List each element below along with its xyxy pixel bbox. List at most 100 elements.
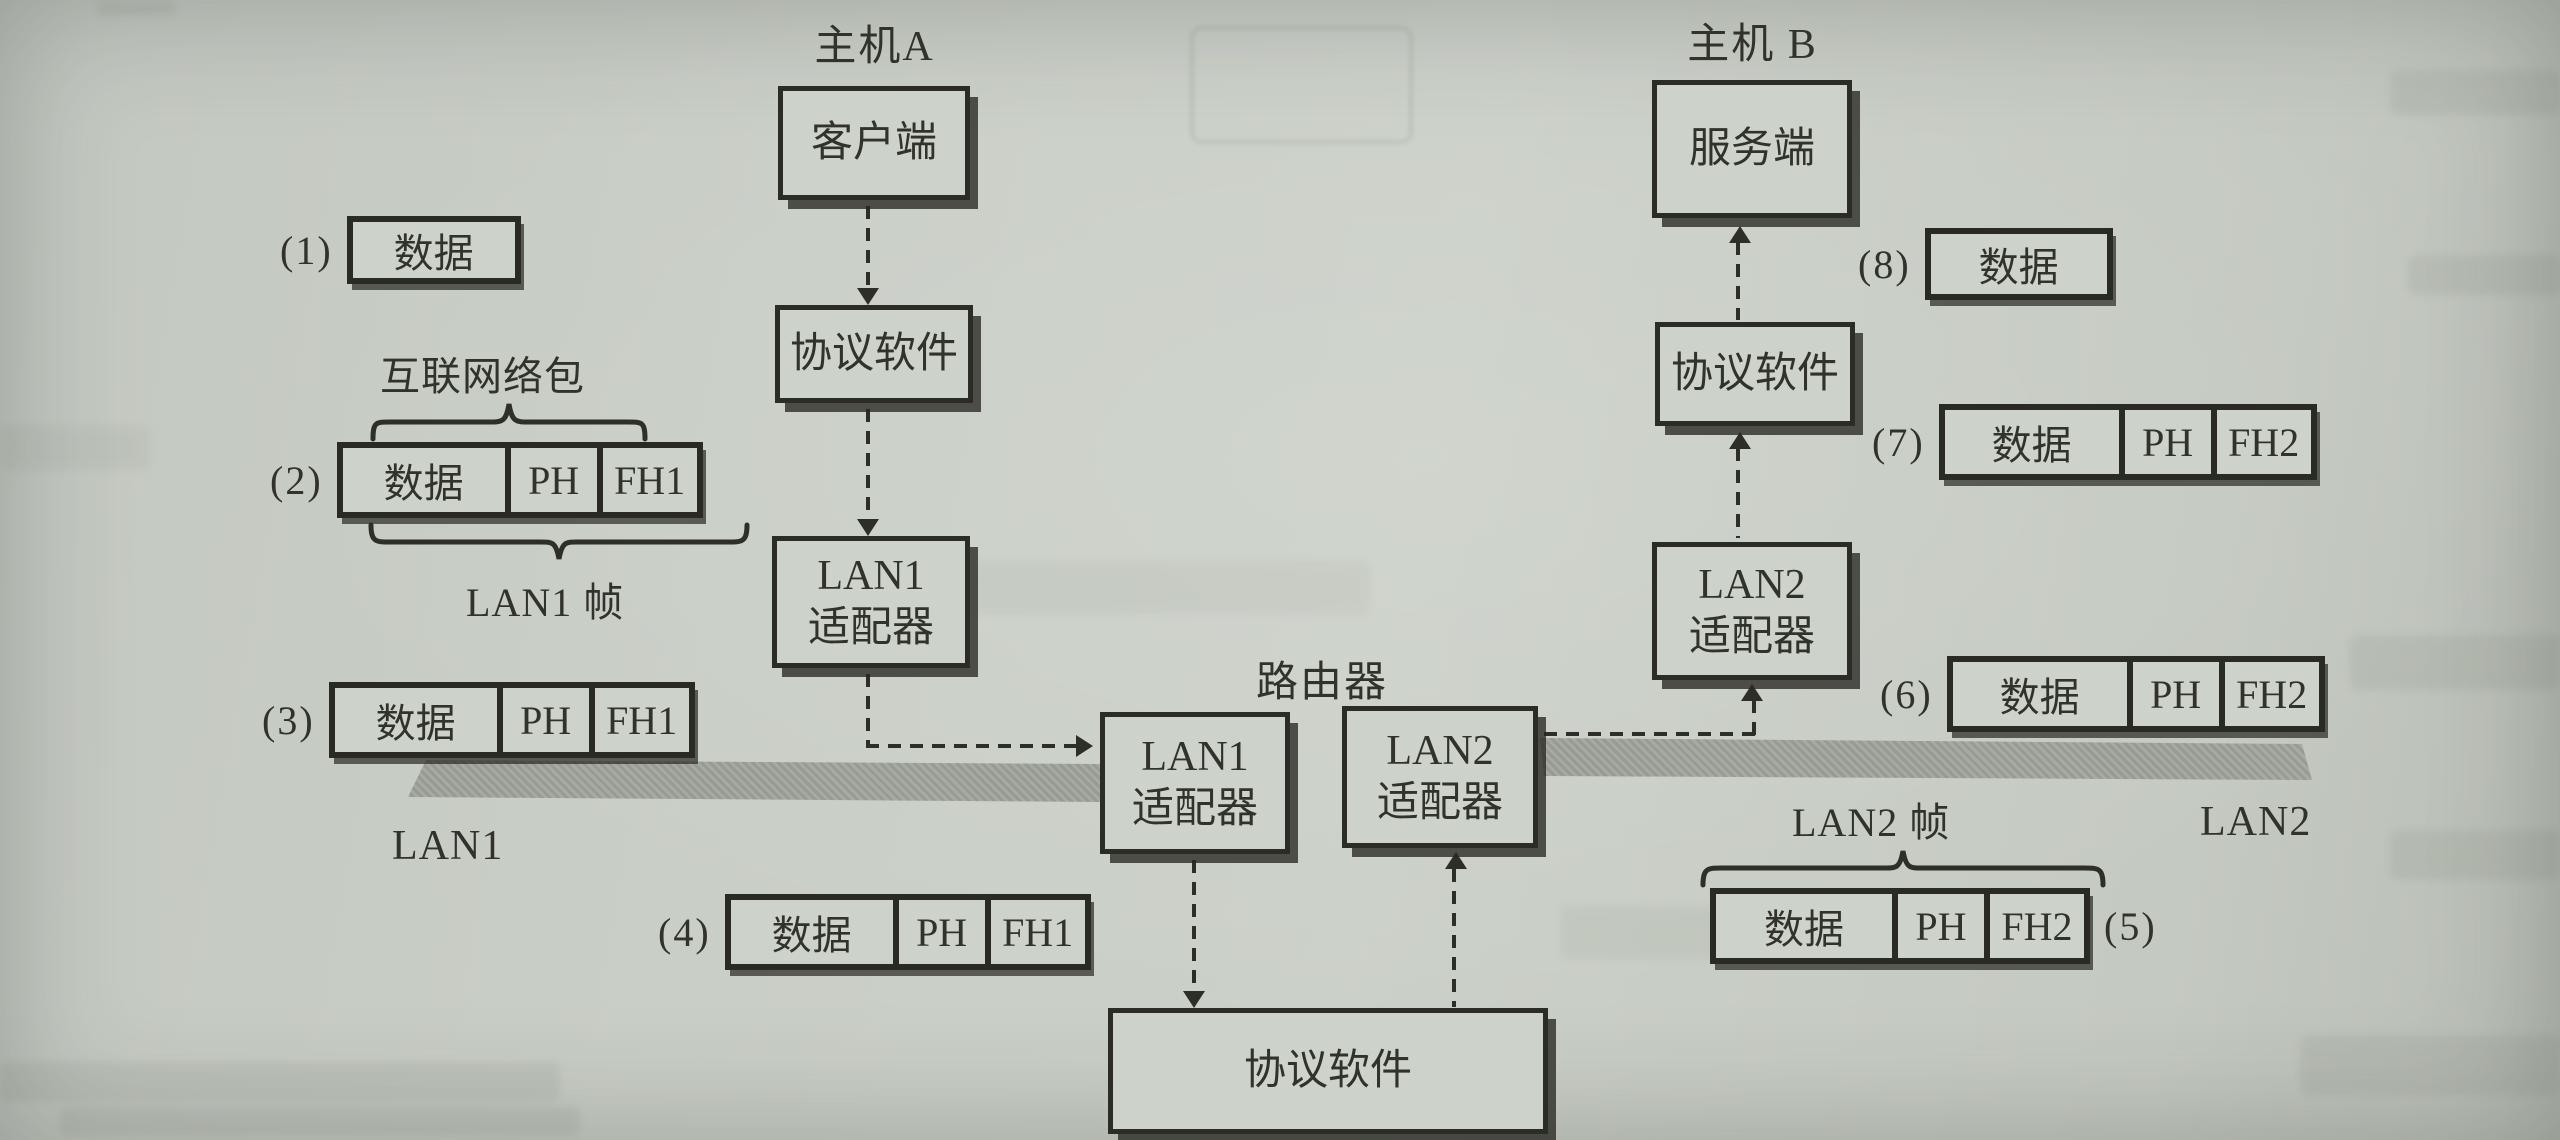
host-b-lan2-adapter-label: LAN2 适配器	[1689, 559, 1815, 664]
packet-7-label: (7)	[1872, 419, 1925, 465]
connector-adapter-a-down	[866, 674, 870, 744]
lan2-label: LAN2	[2200, 799, 2312, 845]
packet-6-label: (6)	[1880, 671, 1933, 717]
adapter-label-line2: 适配器	[1688, 614, 1815, 660]
packet-2-cell-fh: FH1	[596, 448, 697, 512]
packet-2-box: 数据 PH FH1	[336, 442, 703, 518]
packet-6-box: 数据 PH FH2	[1946, 656, 2325, 732]
packet-row-2: (2) 数据 PH FH1	[270, 442, 703, 518]
packet-3-cell-fh: FH1	[588, 688, 689, 752]
internet-packet-label: 互联网络包	[380, 354, 585, 399]
bleed-through-smudge	[2390, 830, 2560, 880]
router-lan2-adapter-box: LAN2 适配器	[1342, 706, 1538, 848]
router-lan1-adapter-label: LAN1 适配器	[1132, 731, 1258, 836]
host-a-protocol-box: 协议软件	[775, 305, 973, 403]
packet-8-box: 数据	[1924, 228, 2113, 300]
connector-protocol-b-to-server	[1736, 242, 1740, 320]
arrow-right-icon	[1076, 735, 1093, 757]
packet-row-5: 数据 PH FH2 (5)	[1710, 888, 2157, 964]
router-protocol-box: 协议软件	[1108, 1008, 1548, 1134]
router-lan1-adapter-box: LAN1 适配器	[1100, 712, 1290, 854]
arrow-down-icon	[1183, 991, 1205, 1008]
router-lan2-adapter-label: LAN2 适配器	[1377, 725, 1503, 830]
lan2-medium-bar	[1540, 738, 2312, 780]
connector-client-to-protocol	[866, 206, 870, 288]
packet-3-box: 数据 PH FH1	[328, 682, 695, 758]
connector-adapter-a-to-router	[866, 744, 1076, 748]
bleed-through-smudge	[0, 425, 150, 470]
packet-row-3: (3) 数据 PH FH1	[262, 682, 695, 758]
packet-4-cell-ph: PH	[892, 900, 985, 964]
packet-4-label: (4)	[658, 909, 711, 955]
connector-router-to-adapter-b	[1544, 732, 1758, 736]
connector-adapter-b-to-protocol	[1736, 448, 1740, 538]
bleed-through-smudge	[2390, 70, 2560, 115]
packet-8-cell-data: 数据	[1978, 245, 2059, 290]
bleed-through-smudge	[2408, 255, 2560, 295]
adapter-label-line2: 适配器	[807, 605, 934, 651]
packet-1-cell-data: 数据	[393, 231, 474, 276]
arrow-up-icon	[1741, 684, 1763, 701]
packet-2-cell-ph: PH	[504, 448, 597, 512]
packet-3-cell-data: 数据	[375, 701, 456, 746]
packet-row-1: (1) 数据	[280, 216, 521, 284]
host-a-lan1-adapter-box: LAN1 适配器	[772, 536, 970, 668]
bleed-through-smudge	[60, 1106, 580, 1136]
connector-router-adapter1-to-protocol	[1192, 860, 1196, 992]
packet-3-cell-ph: PH	[496, 688, 589, 752]
packet-6-cell-ph: PH	[2126, 662, 2219, 726]
host-b-lan2-adapter-box: LAN2 适配器	[1652, 542, 1852, 680]
packet-1-label: (1)	[280, 227, 333, 273]
bleed-through-box	[1190, 26, 1413, 144]
host-a-lan1-adapter-label: LAN1 适配器	[808, 550, 934, 655]
arrow-up-icon	[1729, 432, 1751, 449]
packet-row-7: (7) 数据 PH FH2	[1872, 404, 2317, 480]
adapter-label-line2: 适配器	[1376, 780, 1503, 826]
packet-5-label: (5)	[2104, 903, 2157, 949]
lan1-medium-bar	[408, 760, 1102, 802]
adapter-label-line2: 适配器	[1131, 786, 1258, 832]
lan2-frame-label: LAN2 帧	[1792, 800, 1951, 845]
packet-4-box: 数据 PH FH1	[724, 894, 1091, 970]
host-b-protocol-box: 协议软件	[1655, 322, 1855, 426]
packet-7-cell-fh: FH2	[2210, 410, 2311, 474]
lan1-frame-brace	[368, 522, 750, 560]
adapter-label-line1: LAN1	[817, 552, 925, 599]
adapter-label-line1: LAN1	[1141, 733, 1249, 780]
adapter-label-line1: LAN2	[1386, 727, 1494, 774]
packet-4-cell-fh: FH1	[984, 900, 1085, 964]
bleed-through-smudge	[2300, 1035, 2560, 1095]
packet-1-box: 数据	[346, 216, 521, 284]
packet-6-cell-data: 数据	[1999, 675, 2080, 720]
bleed-through-smudge	[0, 1062, 560, 1102]
arrow-down-icon	[857, 288, 879, 305]
bleed-through-smudge	[96, 0, 176, 16]
packet-4-cell-data: 数据	[771, 913, 852, 958]
packet-row-6: (6) 数据 PH FH2	[1880, 656, 2325, 732]
connector-up-to-adapter-b	[1752, 700, 1756, 736]
bleed-through-smudge	[950, 560, 1370, 615]
packet-7-cell-ph: PH	[2118, 410, 2211, 474]
packet-3-label: (3)	[262, 697, 315, 743]
packet-5-cell-ph: PH	[1892, 894, 1984, 958]
host-a-title: 主机A	[814, 24, 935, 70]
adapter-label-line1: LAN2	[1698, 561, 1806, 608]
packet-5-cell-data: 数据	[1764, 907, 1844, 952]
packet-row-4: (4) 数据 PH FH1	[658, 894, 1091, 970]
connector-router-protocol-to-adapter2	[1452, 869, 1456, 1007]
internet-packet-brace	[370, 403, 648, 442]
packet-2-label: (2)	[270, 457, 323, 503]
lan1-frame-label: LAN1 帧	[466, 580, 625, 625]
packet-5-box: 数据 PH FH2	[1710, 888, 2090, 964]
packet-8-label: (8)	[1858, 241, 1911, 287]
arrow-up-icon	[1729, 226, 1751, 243]
bleed-through-smudge	[2350, 635, 2560, 690]
host-b-title: 主机 B	[1687, 22, 1818, 68]
packet-row-8: (8) 数据	[1858, 228, 2113, 300]
packet-6-cell-fh: FH2	[2218, 662, 2319, 726]
connector-protocol-to-adapter-a	[866, 409, 870, 519]
arrow-down-icon	[857, 519, 879, 536]
packet-2-cell-data: 数据	[383, 461, 464, 506]
lan1-label: LAN1	[392, 823, 504, 869]
